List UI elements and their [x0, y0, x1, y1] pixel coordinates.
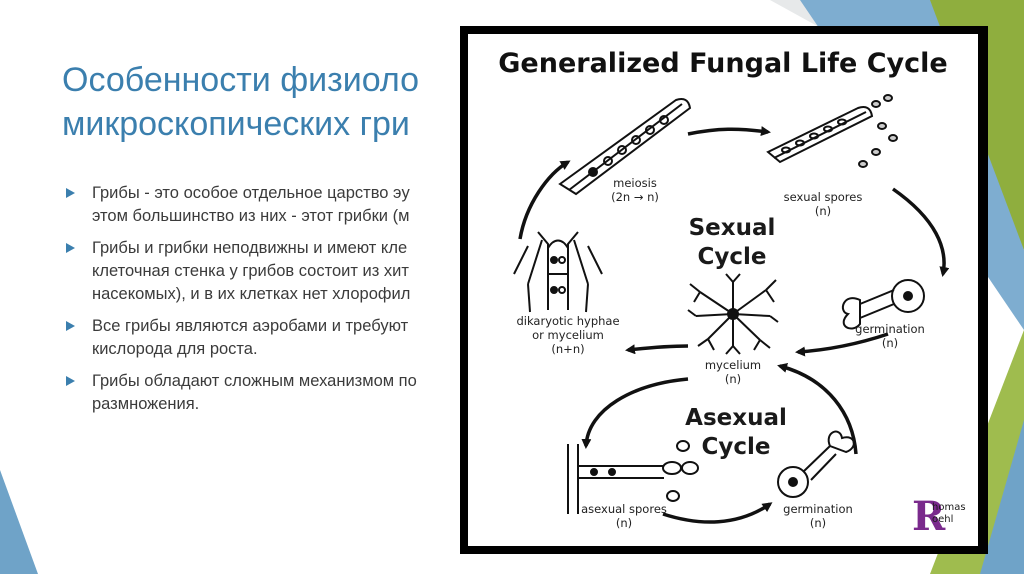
bullet-item: Грибы и грибки неподвижны и имеют кле кл… [66, 237, 466, 306]
sexual-cycle-label: Sexual Cycle [682, 214, 782, 272]
sexual-spores-label: sexual spores (n) [768, 190, 878, 218]
bullet-text: Грибы и грибки неподвижны и имеют кле [92, 239, 408, 257]
slide-title-line-2: микроскопических гри [62, 105, 410, 143]
bullet-text: Грибы - это особое отдельное царство эу [92, 184, 410, 202]
bullet-item: Все грибы являются аэробами и требуют ки… [66, 315, 466, 361]
asexual-spores-icon [567, 440, 699, 514]
arrow-spores-to-germination [891, 187, 950, 277]
dikaryotic-label: dikaryotic hyphae or mycelium (n+n) [508, 314, 628, 356]
sexual-cycle-word-1: Sexual [688, 215, 776, 241]
arrow-mycelium-to-asexual-spores [581, 377, 689, 449]
bullet-arrow-icon [66, 376, 75, 386]
bullet-text: клеточная стенка у грибов состоит из хит [92, 262, 409, 280]
bullet-arrow-icon [66, 243, 75, 253]
asexual-cycle-word-2: Cycle [701, 434, 771, 460]
mycelium-icon [687, 273, 779, 355]
life-cycle-drawing [513, 94, 950, 524]
bullet-item: Грибы - это особое отдельное царство эу … [66, 182, 466, 228]
sexual-spores-ploidy: (n) [814, 204, 832, 218]
germination-bottom-icon [777, 430, 855, 498]
germination-top-icon [841, 279, 925, 330]
asexual-spores-label: asexual spores (n) [564, 502, 684, 530]
bullet-arrow-icon [66, 188, 75, 198]
dikaryotic-text-2: or mycelium [532, 328, 604, 342]
logo-line-1: homas [932, 502, 966, 513]
logo-line-2: oehl [932, 514, 954, 525]
logo-monogram-icon: R [912, 493, 946, 540]
meiosis-text: meiosis [613, 176, 657, 190]
sexual-spores-icon [766, 94, 898, 168]
arrow-germination-to-mycelium [795, 332, 889, 357]
germination-top-text: germination [855, 322, 925, 336]
slide-title: Особенности физиоло микроскопических гри [62, 58, 482, 146]
dikaryotic-text: dikaryotic hyphae [516, 314, 620, 328]
logo-letter: R [912, 493, 946, 540]
arrow-asexual-spores-to-germination [662, 502, 773, 524]
germination-bottom-label: germination (n) [768, 502, 868, 530]
germination-bottom-ploidy: (n) [809, 516, 827, 530]
dikaryotic-hyphae-icon [513, 231, 603, 313]
meiosis-label: meiosis (2n → n) [600, 176, 670, 204]
bullet-text: насекомых), и в их клетках нет хлорофил [92, 285, 411, 303]
sexual-spores-text: sexual spores [783, 190, 863, 204]
mycelium-label: mycelium (n) [688, 358, 778, 386]
author-logo: R homas oehl [910, 492, 976, 542]
bullet-item: Грибы обладают сложным механизмом по раз… [66, 370, 466, 416]
asexual-spores-text: asexual spores [581, 502, 667, 516]
sexual-cycle-word-2: Cycle [697, 244, 767, 270]
fungal-life-cycle-figure: Generalized Fungal Life Cycle Sexual Cyc… [460, 26, 988, 554]
arrow-mycelium-to-dikaryotic [625, 344, 689, 355]
bullet-arrow-icon [66, 321, 75, 331]
arrow-dikaryotic-to-meiosis [518, 160, 571, 240]
mycelium-text: mycelium [704, 358, 762, 372]
germination-bottom-text: germination [783, 502, 853, 516]
bullet-text: этом большинство из них - этот грибки (м [92, 207, 410, 225]
bullet-text: Все грибы являются аэробами и требуют [92, 317, 409, 335]
asexual-cycle-word-1: Asexual [685, 405, 787, 431]
slide-title-line-1: Особенности физиоло [62, 61, 420, 99]
germination-top-ploidy: (n) [881, 336, 899, 350]
bullet-list: Грибы - это особое отдельное царство эу … [66, 182, 466, 425]
bullet-text: кислорода для роста. [92, 340, 258, 358]
dikaryotic-ploidy: (n+n) [551, 342, 585, 356]
figure-canvas: Generalized Fungal Life Cycle Sexual Cyc… [468, 34, 978, 546]
bullet-text: Грибы обладают сложным механизмом по [92, 372, 417, 390]
meiosis-ploidy: (2n → n) [611, 190, 659, 204]
germination-top-label: germination (n) [840, 322, 940, 350]
diagram-title: Generalized Fungal Life Cycle [498, 48, 948, 79]
mycelium-ploidy: (n) [724, 372, 742, 386]
decor-bottom-left-blue [0, 470, 38, 574]
asexual-spores-ploidy: (n) [615, 516, 633, 530]
decor-bottom-right-blue [980, 420, 1024, 574]
bullet-text: размножения. [92, 395, 200, 413]
meiosis-hypha-icon [558, 98, 692, 196]
arrow-meiosis-to-spores [687, 126, 771, 137]
asexual-cycle-label: Asexual Cycle [676, 404, 796, 462]
